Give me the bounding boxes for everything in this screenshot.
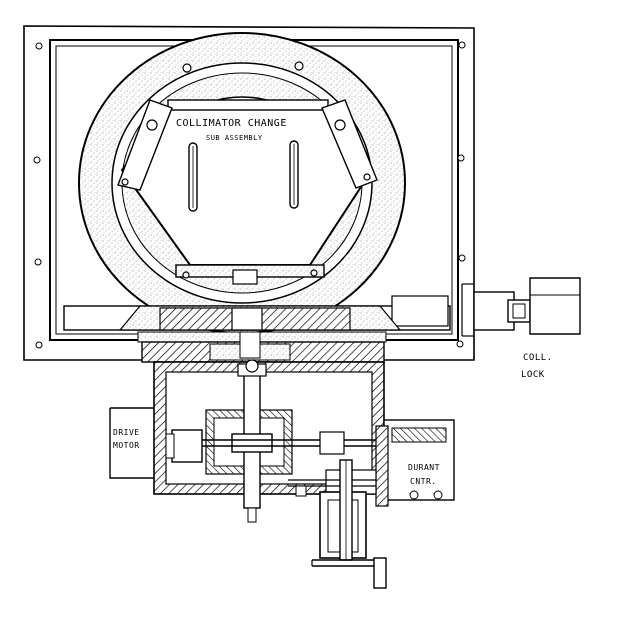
coll-lock-label-line2: LOCK bbox=[521, 370, 545, 380]
durant-counter-label-line2: CNTR. bbox=[410, 477, 437, 486]
durant-counter-label-line1: DURANT bbox=[408, 463, 440, 472]
collimator-label-line1: COLLIMATOR CHANGE bbox=[176, 118, 287, 129]
collimator-sub-assembly bbox=[117, 61, 378, 285]
base-plate bbox=[63, 295, 451, 363]
drive-motor-label-line1: DRIVE bbox=[113, 428, 140, 437]
durant-counter bbox=[375, 419, 455, 507]
collimator-lock bbox=[461, 277, 581, 337]
mounting-holes bbox=[33, 41, 466, 349]
collimator-label-line2: SUB ASSEMBLY bbox=[206, 134, 263, 142]
crank-assembly bbox=[288, 459, 387, 589]
drive-motor-label-line2: MOTOR bbox=[113, 441, 140, 450]
coll-lock-label-line1: COLL. bbox=[523, 353, 553, 363]
drive-motor bbox=[109, 407, 203, 479]
